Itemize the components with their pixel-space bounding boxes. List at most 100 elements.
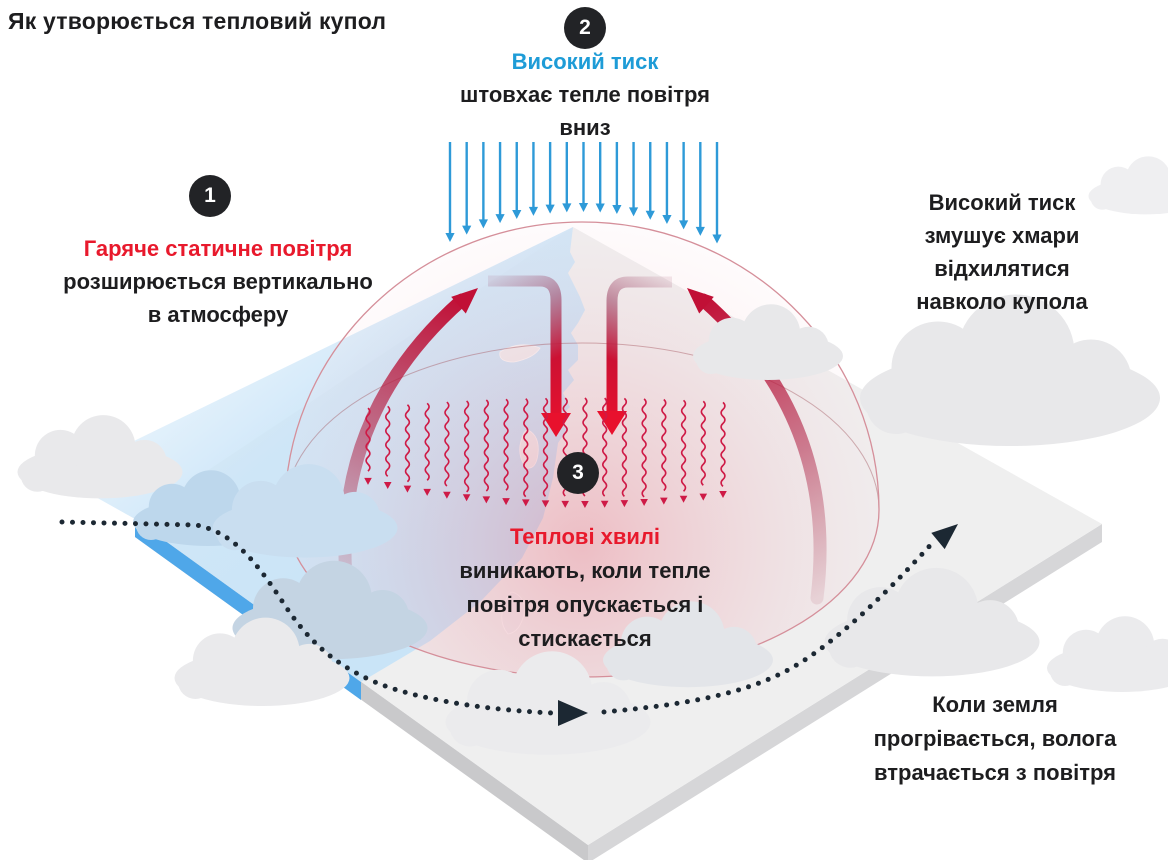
right-annotation-line: змушує хмари (924, 223, 1080, 248)
blue-down-arrowhead (512, 210, 522, 220)
step-1-text: Гаряче статичне повітря розширюється вер… (48, 232, 388, 331)
heat-wave-squiggle (404, 404, 411, 483)
heat-wave-arrowhead (640, 499, 648, 507)
blue-down-arrowhead (495, 214, 505, 224)
heat-wave-arrowhead (423, 488, 431, 496)
blue-down-arrowhead (545, 204, 555, 214)
cloud (174, 617, 350, 706)
surface-wind-path (59, 519, 958, 726)
step-3-text: Теплові хвилі виникають, коли тепле пові… (415, 520, 755, 656)
wind-path-dotted-left (59, 519, 555, 716)
rising-air-arrowhead-right (687, 288, 714, 314)
bottom-annotation-line: прогрівається, волога (873, 726, 1117, 751)
cloud (17, 415, 183, 499)
heat-wave-arrowhead (482, 496, 491, 504)
step-3-line: стискається (518, 626, 652, 651)
blue-down-arrowhead (562, 203, 572, 213)
blue-down-arrowhead (528, 206, 539, 216)
right-annotation: Високий тиск змушує хмари відхилятися на… (852, 186, 1152, 318)
heat-wave-squiggle (365, 407, 371, 472)
step-2-line: вниз (559, 115, 611, 140)
blue-down-arrowhead (662, 215, 672, 225)
wind-arrowhead-right (931, 524, 958, 550)
clouds (17, 156, 1168, 755)
bottom-annotation-line: втрачається з повітря (874, 760, 1116, 785)
heat-wave-arrowhead (719, 490, 727, 498)
heat-wave-arrowhead (521, 499, 530, 507)
heat-wave-squiggle (661, 398, 667, 492)
heat-wave-squiggle (641, 398, 647, 498)
blue-down-arrowhead (679, 220, 689, 230)
right-annotation-line: Високий тиск (928, 190, 1076, 215)
heat-wave-arrowhead (660, 497, 668, 505)
blue-down-arrowhead (645, 210, 655, 220)
heat-wave-arrowhead (443, 491, 451, 499)
step-1-highlight: Гаряче статичне повітря (83, 236, 353, 261)
blue-down-arrowhead (595, 203, 605, 213)
step-3-highlight: Теплові хвилі (509, 524, 661, 549)
wind-arrowhead-middle (558, 700, 588, 726)
heat-wave-squiggle (483, 399, 490, 492)
cloud (212, 464, 398, 558)
blue-down-arrowhead (612, 204, 622, 214)
descending-air-arrowhead-right (597, 411, 627, 435)
rising-air-arrowhead-left (451, 288, 478, 314)
bottom-right-annotation: Коли земля прогрівається, волога втрачає… (845, 688, 1145, 790)
cloud (1088, 156, 1168, 215)
heat-wave-squiggle (621, 397, 628, 497)
blue-pressure-arrows (445, 142, 722, 244)
heat-wave-squiggle (720, 401, 726, 487)
heat-wave-squiggle (385, 405, 391, 477)
heat-wave-arrowhead (462, 494, 471, 502)
heat-wave-squiggle (700, 400, 706, 486)
blue-down-arrowhead (695, 226, 705, 236)
descending-air-arrowhead-left (541, 413, 571, 437)
heat-wave-squiggle (463, 400, 470, 493)
right-annotation-line: навколо купола (916, 289, 1088, 314)
heat-wave-arrowhead (581, 500, 589, 508)
heat-wave-arrowhead (364, 477, 372, 485)
blue-down-arrowhead (578, 203, 589, 213)
step-badge-1: 1 (189, 175, 231, 217)
heat-wave-arrowhead (699, 493, 708, 501)
heat-wave-arrowhead (561, 500, 570, 508)
step-2-text: Високий тиск штовхає тепле повітря вниз (425, 45, 745, 144)
blue-down-arrowhead (478, 219, 488, 229)
heat-wave-squiggle (424, 402, 430, 481)
step-badge-3: 3 (557, 452, 599, 494)
heat-wave-squiggle (542, 397, 549, 497)
heat-wave-squiggle (680, 399, 687, 492)
heat-wave-squiggle (503, 398, 509, 491)
descending-air-arrow-right (606, 276, 672, 418)
bottom-annotation-line: Коли земля (932, 692, 1058, 717)
blue-down-arrowhead (628, 207, 639, 217)
heat-wave-arrowhead (620, 500, 629, 508)
blue-down-arrowhead (462, 225, 472, 235)
step-2-line: штовхає тепле повітря (460, 82, 710, 107)
step-2-highlight: Високий тиск (511, 49, 659, 74)
step-badge-2: 2 (564, 7, 606, 49)
heat-wave-arrowhead (541, 500, 550, 508)
step-3-line: виникають, коли тепле (459, 558, 711, 583)
cloud (860, 294, 1160, 446)
heat-wave-arrowhead (600, 500, 609, 508)
cloud (693, 304, 843, 380)
heat-wave-squiggle (523, 398, 529, 498)
right-annotation-line: відхилятися (934, 256, 1070, 281)
heat-wave-arrowhead (403, 485, 412, 493)
heat-wave-arrowhead (679, 495, 688, 503)
page-title: Як утворюється тепловий купол (8, 8, 387, 34)
step-3-line: повітря опускається і (466, 592, 704, 617)
heat-wave-squiggle (601, 397, 608, 497)
cloud (824, 567, 1040, 677)
blue-down-arrowhead (445, 233, 455, 243)
heat-wave-arrowhead (383, 481, 392, 489)
blue-down-arrowhead (712, 234, 722, 244)
step-1-line: розширюється вертикально (63, 269, 373, 294)
dome-top-edge (284, 221, 880, 511)
cloud (1047, 616, 1168, 692)
heat-wave-squiggle (444, 401, 450, 487)
wind-path-dotted-right (601, 536, 939, 715)
